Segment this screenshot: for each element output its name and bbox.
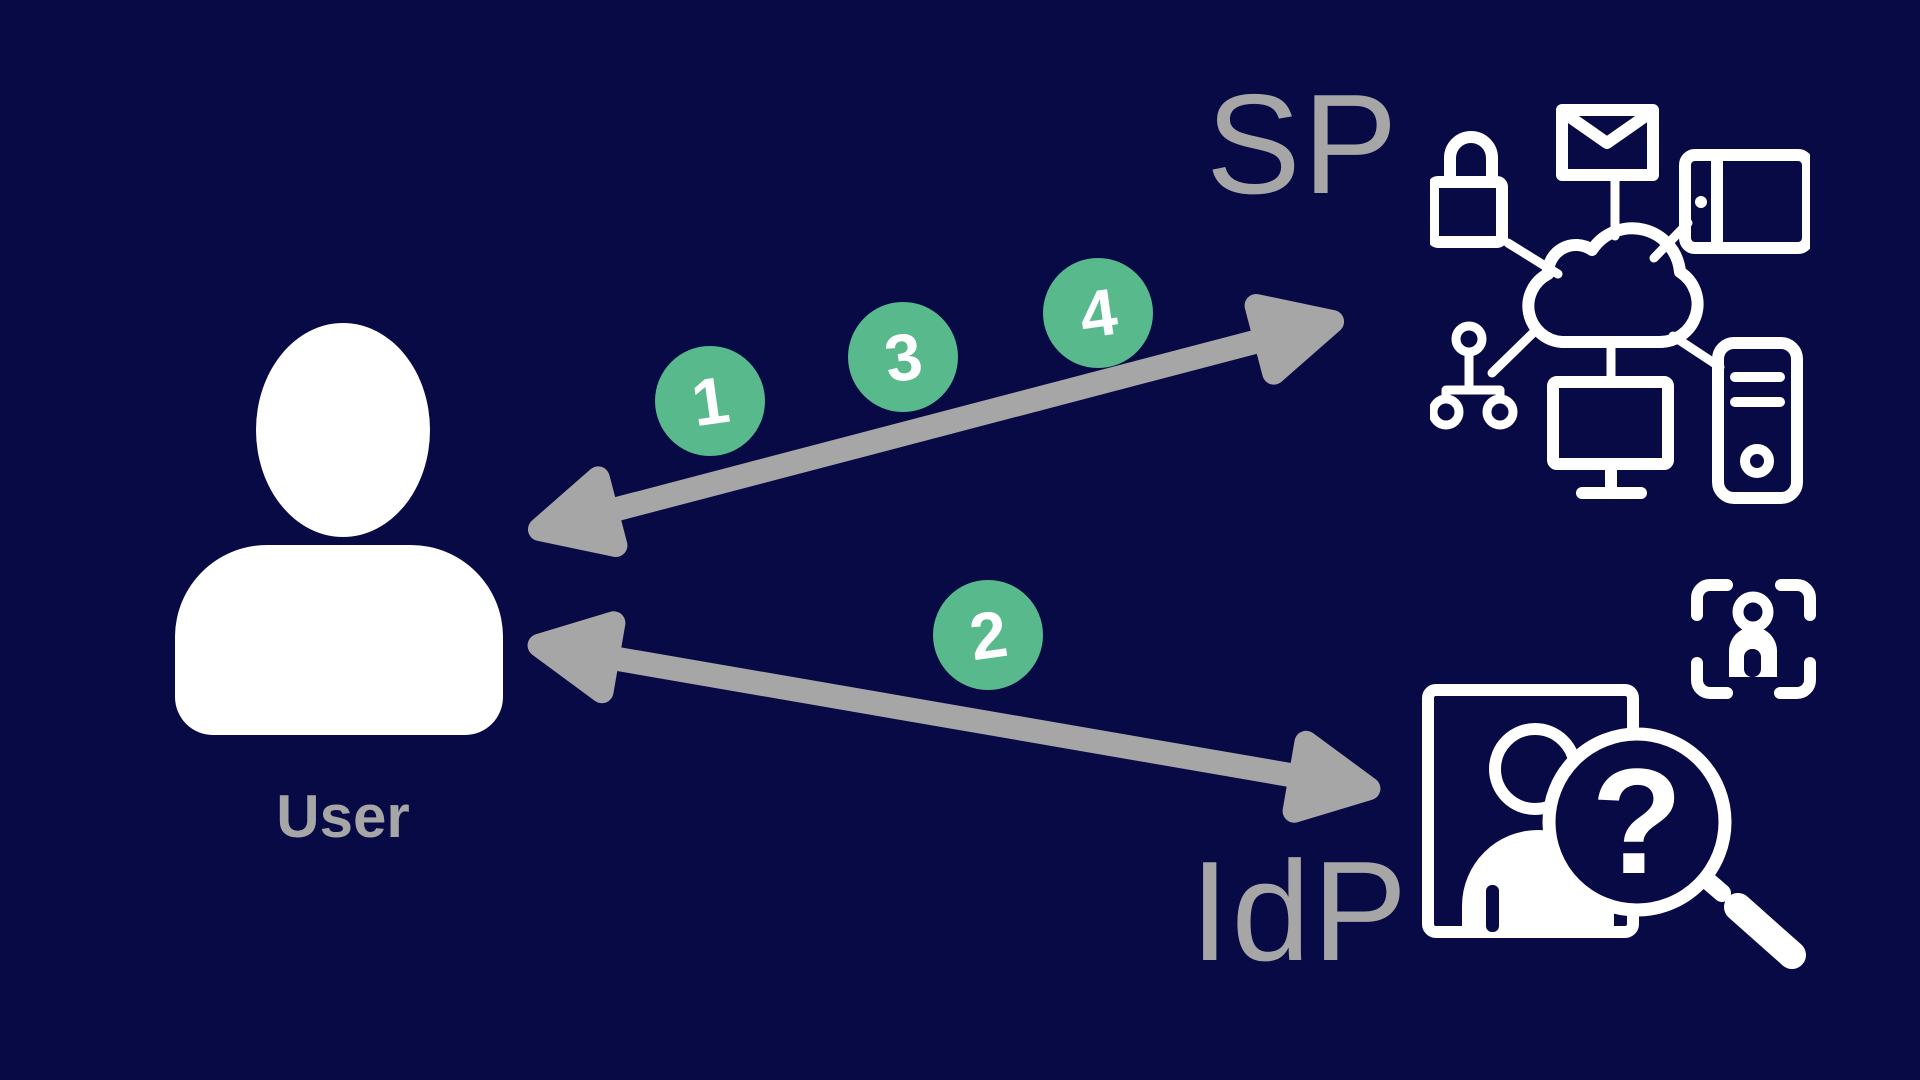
envelope-icon	[1556, 104, 1659, 181]
tablet-icon	[1679, 149, 1810, 254]
step-number: 4	[1074, 273, 1122, 353]
step-number: 2	[964, 595, 1012, 675]
user-silhouette-icon	[175, 323, 503, 735]
magnifier-question-icon: ?	[1542, 727, 1806, 969]
step-badge-4: 4	[1043, 258, 1153, 368]
identity-search-icon: ?	[1422, 579, 1816, 969]
padlock-icon	[1430, 131, 1508, 248]
computer-tower-icon	[1712, 337, 1803, 504]
step-badge-2: 2	[933, 580, 1043, 690]
cloud-services-network-icon	[1430, 104, 1810, 504]
step-badge-1: 1	[655, 346, 765, 456]
idp-label: IdP	[1190, 832, 1410, 991]
step-number: 3	[879, 317, 927, 397]
cloud-icon	[1522, 222, 1704, 349]
arrow-user-sp	[527, 293, 1345, 558]
user-label: User	[276, 783, 410, 850]
sp-label: SP	[1206, 65, 1400, 224]
monitor-icon	[1547, 376, 1674, 499]
arrow-user-idp	[527, 611, 1381, 823]
network-nodes-icon	[1430, 321, 1518, 430]
question-mark: ?	[1591, 737, 1683, 905]
face-scan-icon	[1691, 579, 1816, 699]
step-number: 1	[686, 361, 734, 441]
step-badge-3: 3	[848, 302, 958, 412]
